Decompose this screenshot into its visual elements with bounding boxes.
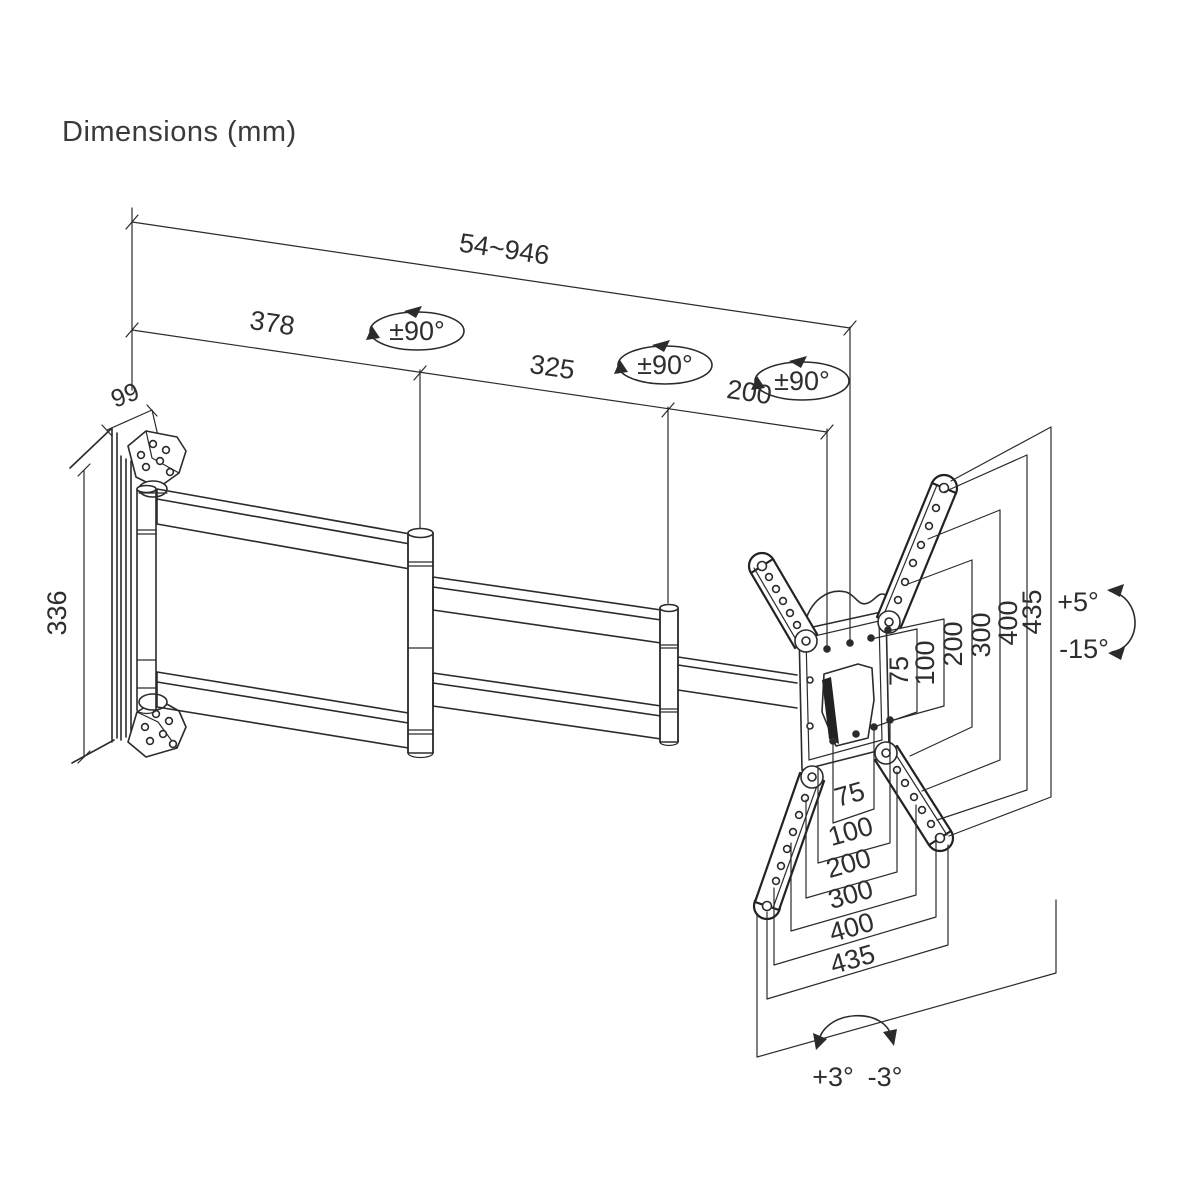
label-v-100: 100 [910,640,940,685]
page-title: Dimensions (mm) [62,116,297,148]
dim-ticks-336 [77,463,91,764]
label-level-plus: +3° [812,1062,854,1092]
top-dimension-chain: 54~946 378 325 200 [125,207,857,604]
wall-plate: 336 99 [42,377,187,764]
swivel-symbols: ±90° ±90° ±90° [366,306,850,401]
bracket-h-100 [817,723,891,864]
label-336: 336 [42,590,72,635]
lower-arm-2 [432,672,669,741]
dim-ticks-99 [101,404,158,437]
wall-bracket-bottom-fold [136,711,178,749]
upper-arm-2 [432,576,669,645]
label-99: 99 [107,377,143,413]
vesa-arm-lower-left [752,771,826,921]
arm-section-1 [156,488,428,752]
forearm-bar [677,656,798,709]
tilt-annotation: +5° -15° [1057,584,1136,664]
vesa-vertical-dimensions: 75 100 200 300 400 435 [870,426,1052,837]
label-v-75: 75 [884,656,914,686]
vesa-arm-lower-right [873,744,955,853]
dim-line-99 [106,409,159,437]
label-h-75: 75 [831,776,868,813]
tilt-arc [1109,590,1136,653]
wall-edge [69,427,118,764]
swivel-icon-2: ±90° [614,340,713,385]
label-tilt-down: -15° [1059,634,1109,664]
level-annotation: +3° -3° [812,1014,903,1092]
swivel-label-2: ±90° [637,350,693,380]
pivot-column-1 [407,527,434,759]
bracket-v-435 [948,426,1052,837]
label-segment-325: 325 [528,349,577,385]
swivel-label-1: ±90° [389,316,445,346]
plate-leaders [824,326,893,744]
vesa-arm-upper-right [875,473,959,629]
level-arc [817,1014,893,1047]
dim-line-total [131,221,851,329]
label-segment-200: 200 [725,374,774,410]
leader-verticals [826,326,851,647]
pivot-column-2 [659,603,679,747]
bracket-v-200 [907,559,973,757]
arm-section-2 [432,576,669,741]
bracket-h-400 [773,835,937,966]
dim-line-segments [131,329,828,433]
tilt-yoke [803,590,891,627]
forearm [677,656,798,709]
label-v-435: 435 [1017,589,1047,634]
wall-rail [120,455,132,741]
label-segment-378: 378 [248,305,297,341]
swivel-icon-3: ±90° [751,356,850,401]
hinge-bottom [138,693,168,711]
lower-arm-1 [156,671,428,752]
swivel-icon-1: ±90° [366,306,465,351]
label-extension-range: 54~946 [457,228,551,271]
cutout-shadow [822,677,839,744]
wall-post [136,488,157,711]
plate-cutout [821,663,875,747]
vesa-assembly [747,473,959,921]
label-v-200: 200 [938,621,968,666]
swivel-label-3: ±90° [774,366,830,396]
label-v-400: 400 [993,600,1023,645]
upper-arm-1 [156,488,428,573]
vesa-arm-upper-left [747,551,819,650]
vesa-plate-inner [805,620,883,761]
bracket-v-400 [936,454,1028,821]
outer-frame [756,899,1057,1058]
label-level-minus: -3° [868,1062,903,1092]
label-v-300: 300 [966,612,996,657]
bracket-v-100 [887,618,945,722]
bracket-h-200 [805,771,898,899]
bracket-v-300 [921,509,1001,792]
bracket-h-300 [790,804,917,932]
bracket-h-435 [766,844,949,1000]
label-tilt-up: +5° [1057,587,1099,617]
bracket-h-75 [832,730,875,824]
